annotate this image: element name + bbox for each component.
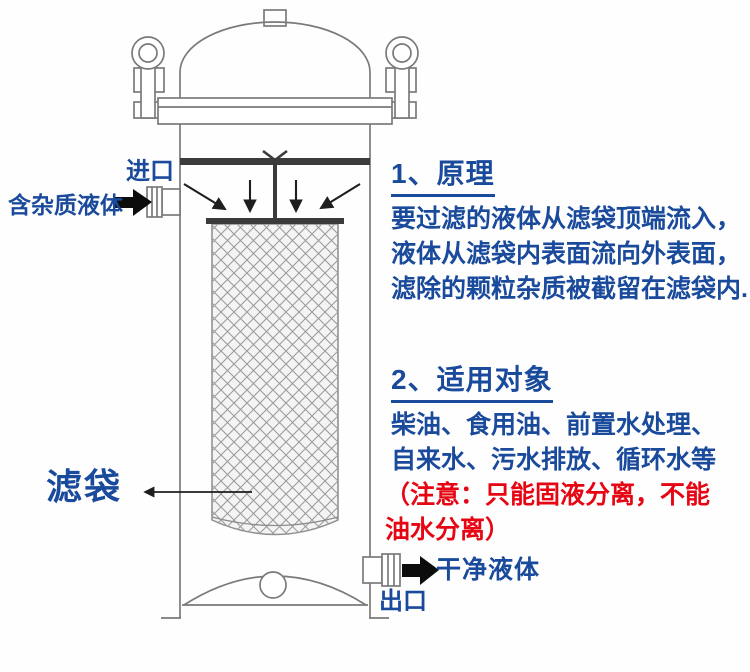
principle-line-3: 滤除的颗粒杂质被截留在滤袋内. (391, 275, 748, 303)
internal-flow-arrows-icon (183, 180, 361, 214)
clean-flow-arrow-icon (402, 556, 439, 585)
principle-line-2: 液体从滤袋内表面流向外表面， (391, 240, 742, 268)
lid-flange (157, 97, 393, 125)
clean-liquid-label: 干净液体 (436, 556, 541, 584)
outlet-label: 出口 (379, 588, 427, 615)
internal-plates (180, 158, 370, 224)
annotation-panel: 1、原理 要过滤的液体从滤袋顶端流入， 液体从滤袋内表面流向外表面， 滤除的颗粒… (385, 152, 748, 548)
applications-section-title: 2、适用对象 (391, 358, 553, 403)
filter-bag-mesh (211, 223, 339, 536)
filter-bag-label: 滤袋 (46, 466, 123, 507)
left-lifting-ring-icon (131, 36, 165, 119)
right-lifting-ring-icon (385, 36, 419, 119)
vent-mark (262, 149, 288, 162)
principle-line-1: 要过滤的液体从滤袋顶端流入， (391, 205, 742, 233)
inlet-label: 进口 (126, 158, 174, 185)
feed-flow-arrow-icon (114, 189, 152, 216)
inlet-nozzle (146, 186, 181, 218)
feed-liquid-label: 含杂质液体 (8, 192, 123, 218)
applications-note-line-2: 油水分离） (385, 516, 511, 544)
lid-knob (263, 9, 287, 27)
drain-hole (259, 571, 287, 599)
applications-note-line-1: （注意：只能固液分离，不能 (385, 481, 711, 509)
vessel-outline (131, 9, 419, 619)
principle-section-title: 1、原理 (391, 152, 495, 197)
bag-rim-plate (206, 218, 344, 224)
applications-line-1: 柴油、食用油、前置水处理、 (391, 411, 717, 439)
outlet-nozzle (362, 553, 401, 587)
applications-line-2: 自来水、污水排放、循环水等 (391, 446, 717, 474)
lid-dome (179, 21, 371, 73)
center-divider (273, 165, 277, 221)
